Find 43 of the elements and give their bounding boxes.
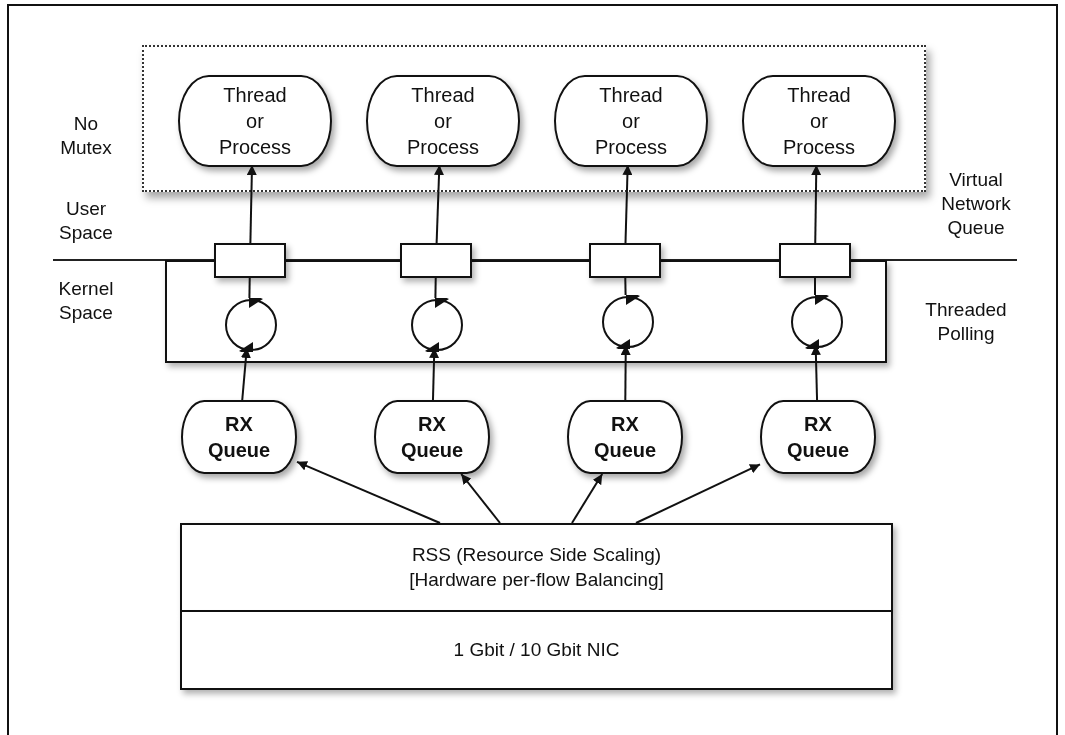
arrow (460, 473, 501, 524)
polling-loop-icon (410, 298, 464, 352)
box-label: 1 Gbit / 10 Gbit NIC (453, 637, 620, 662)
side-label: Virtual Network Queue (940, 168, 1012, 240)
box (180, 523, 893, 612)
polling-loop-icon (601, 295, 655, 349)
queue-slot (779, 243, 851, 278)
box (180, 612, 893, 690)
process-box (178, 75, 332, 167)
queue-box (567, 400, 683, 474)
process-label: Thread or Process (593, 83, 669, 160)
queue-slot (400, 243, 472, 278)
arrow (811, 164, 822, 244)
box-label: RSS (Resource Side Scaling) [Hardware per-flow Balancing] (408, 542, 665, 592)
side-label: No Mutex (59, 112, 113, 160)
process-box (742, 75, 896, 167)
queue-box (181, 400, 297, 474)
side-label: Kernel Space (57, 277, 115, 325)
kernel-box (165, 260, 887, 363)
arrow (246, 164, 257, 244)
arrow (434, 164, 444, 244)
process-label: Thread or Process (781, 83, 857, 160)
arrow (571, 473, 604, 524)
side-label: User Space (58, 197, 114, 245)
queue-label: RX Queue (592, 412, 658, 463)
arrow (622, 164, 633, 244)
process-label: Thread or Process (217, 83, 293, 160)
queue-box (374, 400, 490, 474)
dotted-group-box (142, 45, 926, 192)
side-label: Threaded Polling (924, 298, 1008, 346)
arrow (635, 463, 761, 524)
queue-box (760, 400, 876, 474)
arrow (296, 460, 441, 524)
process-box (554, 75, 708, 167)
polling-loop-icon (790, 295, 844, 349)
process-box (366, 75, 520, 167)
queue-slot (589, 243, 661, 278)
process-label: Thread or Process (405, 83, 481, 160)
polling-loop-icon (224, 298, 278, 352)
queue-label: RX Queue (785, 412, 851, 463)
queue-slot (214, 243, 286, 278)
queue-label: RX Queue (399, 412, 465, 463)
queue-label: RX Queue (206, 412, 272, 463)
